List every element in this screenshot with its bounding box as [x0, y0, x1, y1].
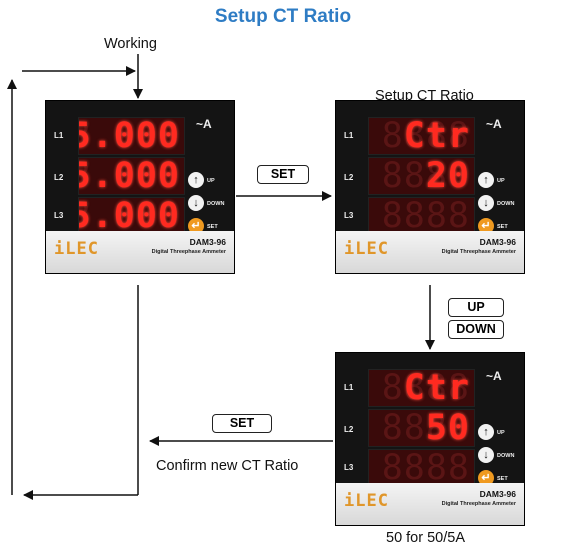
label-confirm: Confirm new CT Ratio	[156, 458, 299, 474]
up-arrow-icon[interactable]: ↑	[478, 424, 494, 440]
brand-logo: iLEC	[54, 239, 99, 259]
down-arrow-icon[interactable]: ↓	[478, 195, 494, 211]
row-label-l3: L3	[344, 211, 354, 220]
row-label-l3: L3	[344, 463, 354, 472]
label-footnote: 50 for 50/5A	[386, 530, 465, 546]
key-label-set: SET	[497, 476, 508, 482]
display-l3: 8888	[368, 197, 475, 235]
down-arrow-icon[interactable]: ↓	[478, 447, 494, 463]
page-title: Setup CT Ratio	[214, 6, 352, 27]
key-label-down: DOWN	[497, 201, 515, 207]
down-button[interactable]: DOWN	[448, 320, 504, 339]
meter-footer: iLEC DAM3-96 Digital Threephase Ammeter	[46, 231, 234, 273]
model-label: DAM3-96	[479, 489, 516, 499]
row-label-l2: L2	[54, 173, 64, 182]
unit-label: ~A	[196, 117, 212, 131]
up-arrow-icon[interactable]: ↑	[478, 172, 494, 188]
set-enter-icon[interactable]: ↵	[478, 218, 494, 234]
meter-footer: iLEC DAM3-96 Digital Threephase Ammeter	[336, 231, 524, 273]
description-label: Digital Threephase Ammeter	[441, 249, 516, 255]
down-arrow-icon[interactable]: ↓	[188, 195, 204, 211]
set-button-top[interactable]: SET	[257, 165, 309, 184]
key-label-set: SET	[497, 224, 508, 230]
set-enter-icon[interactable]: ↵	[478, 470, 494, 486]
display-l3: 8888	[368, 449, 475, 487]
row-label-l1: L1	[344, 383, 354, 392]
key-label-down: DOWN	[497, 453, 515, 459]
row-label-l2: L2	[344, 425, 354, 434]
row-label-l1: L1	[344, 131, 354, 140]
description-label: Digital Threephase Ammeter	[441, 501, 516, 507]
key-label-up: UP	[497, 178, 505, 184]
key-label-up: UP	[497, 430, 505, 436]
key-label-down: DOWN	[207, 201, 225, 207]
key-label-up: UP	[207, 178, 215, 184]
meter-footer: iLEC DAM3-96 Digital Threephase Ammeter	[336, 483, 524, 525]
model-label: DAM3-96	[479, 237, 516, 247]
up-button[interactable]: UP	[448, 298, 504, 317]
set-button-bottom[interactable]: SET	[212, 414, 272, 433]
row-label-l1: L1	[54, 131, 64, 140]
label-working: Working	[104, 36, 157, 52]
row-label-l2: L2	[344, 173, 354, 182]
brand-logo: iLEC	[344, 491, 389, 511]
row-label-l3: L3	[54, 211, 64, 220]
up-arrow-icon[interactable]: ↑	[188, 172, 204, 188]
unit-label: ~A	[486, 369, 502, 383]
model-label: DAM3-96	[189, 237, 226, 247]
unit-label: ~A	[486, 117, 502, 131]
set-enter-icon[interactable]: ↵	[188, 218, 204, 234]
brand-logo: iLEC	[344, 239, 389, 259]
description-label: Digital Threephase Ammeter	[151, 249, 226, 255]
key-label-set: SET	[207, 224, 218, 230]
